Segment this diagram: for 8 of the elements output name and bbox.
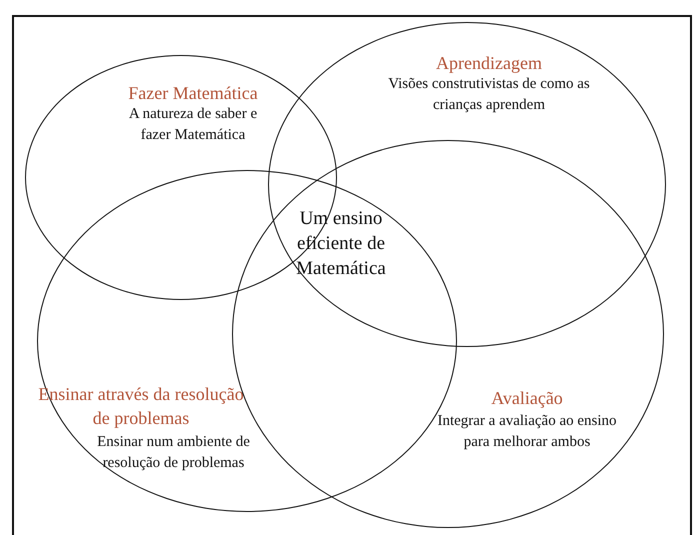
circle-description: Visões construtivistas de como as crianças aprendem bbox=[387, 75, 591, 115]
circle-heading: Aprendizagem bbox=[435, 52, 543, 75]
circle-heading: Avaliação bbox=[490, 387, 564, 410]
circle-heading: Fazer Matemática bbox=[127, 82, 259, 105]
circle-description: Integrar a avaliação ao ensino para melhorar ambos bbox=[437, 412, 617, 452]
circle-description: A natureza de saber e fazer Matemática bbox=[128, 105, 258, 145]
venn-ellipse bbox=[268, 22, 666, 347]
circle-description: Ensinar num ambiente de resolução de problemas bbox=[96, 433, 251, 473]
